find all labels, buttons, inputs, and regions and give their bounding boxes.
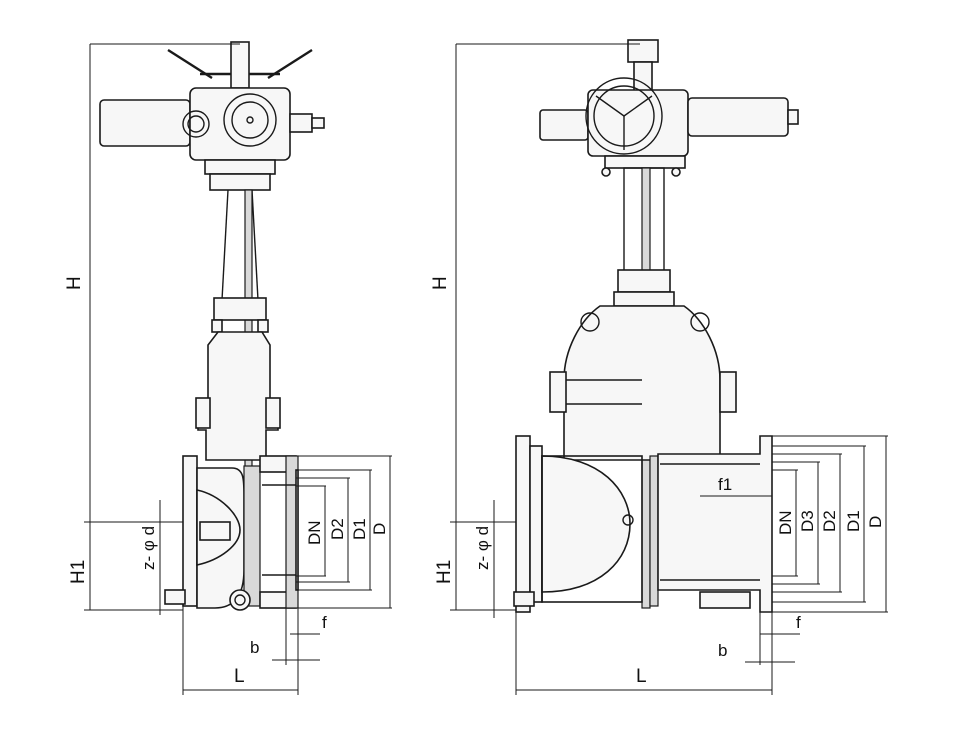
right-label-D2: D2 bbox=[820, 510, 839, 532]
left-yoke bbox=[211, 189, 269, 471]
right-label-DN: DN bbox=[776, 510, 795, 535]
left-label-f: f bbox=[322, 613, 327, 632]
right-label-D1: D1 bbox=[844, 510, 863, 532]
right-actuator bbox=[539, 77, 799, 177]
left-label-H: H bbox=[64, 276, 85, 290]
right-bolt-icon bbox=[513, 591, 535, 607]
left-label-H1: H1 bbox=[68, 560, 89, 584]
right-label-H: H bbox=[430, 276, 451, 290]
right-label-f1: f1 bbox=[718, 475, 732, 494]
left-bonnet bbox=[195, 331, 281, 461]
right-dimensions bbox=[450, 43, 888, 695]
left-body bbox=[182, 455, 299, 611]
right-body bbox=[515, 435, 773, 613]
right-label-f: f bbox=[796, 613, 801, 632]
right-label-L: L bbox=[636, 666, 647, 687]
left-label-D1: D1 bbox=[350, 518, 369, 540]
left-label-b: b bbox=[250, 638, 259, 657]
left-label-D: D bbox=[370, 523, 389, 535]
right-valve-drawing bbox=[513, 39, 799, 613]
right-label-b: b bbox=[718, 641, 727, 660]
right-label-D3: D3 bbox=[798, 510, 817, 532]
left-label-z-phi-d: z- φ d bbox=[139, 526, 158, 570]
right-label-D: D bbox=[866, 516, 885, 528]
left-bolt-icon bbox=[164, 589, 186, 605]
right-label-H1: H1 bbox=[434, 560, 455, 584]
left-actuator bbox=[99, 87, 325, 191]
left-label-DN: DN bbox=[305, 520, 324, 545]
left-handwheel bbox=[167, 41, 313, 89]
right-bonnet bbox=[549, 305, 737, 461]
right-label-z-phi-d: z- φ d bbox=[473, 526, 492, 570]
left-valve-drawing bbox=[99, 41, 325, 611]
left-dimensions bbox=[84, 43, 392, 695]
right-stem-cap bbox=[627, 39, 659, 63]
left-label-L: L bbox=[234, 666, 245, 687]
left-label-D2: D2 bbox=[328, 518, 347, 540]
